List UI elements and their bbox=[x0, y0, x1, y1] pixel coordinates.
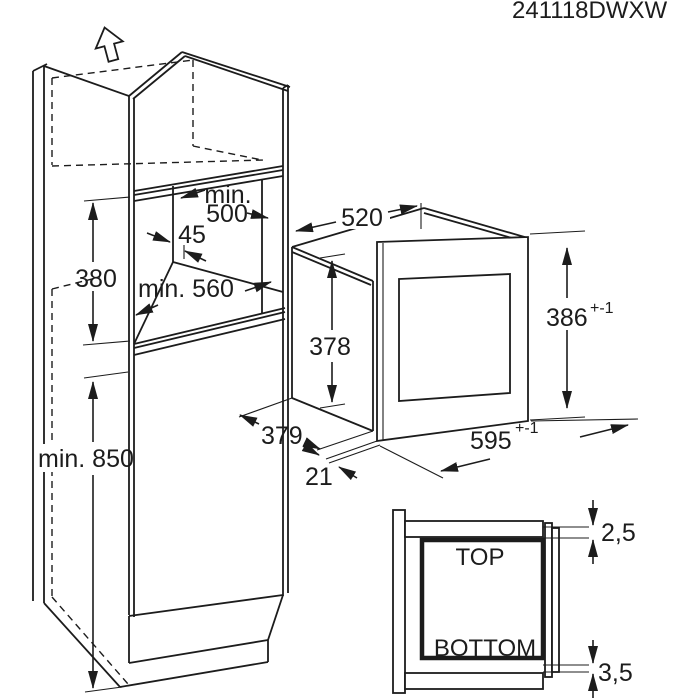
front-width-tolerance: +-1 bbox=[515, 420, 539, 437]
door-window bbox=[398, 273, 511, 402]
body-depth-value: 379 bbox=[261, 422, 303, 450]
body-width-value: 520 bbox=[341, 204, 383, 232]
frame-strip-inner bbox=[551, 527, 560, 673]
frame-strip-outer bbox=[544, 522, 553, 678]
dim-front-width: 595 +-1 bbox=[379, 418, 639, 479]
front-height-value: 386 bbox=[546, 304, 588, 332]
front-protrusion-value: 21 bbox=[305, 463, 333, 491]
body-height-value: 378 bbox=[309, 333, 351, 361]
model-number: 241118DWXW bbox=[512, 0, 668, 24]
dim-niche-width: min. 500 bbox=[180, 181, 269, 228]
cabinet-drawing bbox=[32, 26, 291, 693]
door-section bbox=[392, 509, 406, 694]
niche-height-value: 380 bbox=[75, 265, 117, 293]
dim-niche-height: 380 bbox=[75, 196, 131, 346]
detail-view: TOP BOTTOM 2,5 3,5 bbox=[392, 500, 636, 698]
dim-top-gap: 2,5 bbox=[543, 500, 636, 564]
dim-front-protrusion: 21 bbox=[301, 430, 381, 491]
niche-depth-value: min. 560 bbox=[138, 275, 234, 303]
dim-body-width: 520 bbox=[295, 203, 422, 233]
dim-niche-depth: min. 560 bbox=[135, 275, 272, 316]
niche-width-value: 500 bbox=[206, 200, 248, 228]
front-width-value: 595 bbox=[470, 427, 512, 455]
cabinet-bottom-panel-section bbox=[404, 672, 544, 690]
top-label: TOP bbox=[456, 544, 505, 571]
cabinet-top-panel-section bbox=[404, 520, 544, 538]
spacer-width-value: 45 bbox=[178, 221, 206, 249]
dim-left-spacer: 45 bbox=[146, 221, 207, 263]
dim-base-height: min. 850 bbox=[36, 371, 134, 689]
microwave-drawing bbox=[291, 207, 529, 443]
bottom-gap-value: 3,5 bbox=[598, 659, 633, 687]
dim-body-depth: 379 bbox=[238, 397, 321, 450]
up-arrow-icon bbox=[94, 26, 125, 63]
microwave-body-section bbox=[419, 537, 546, 661]
front-height-tolerance: +-1 bbox=[590, 300, 614, 317]
dim-front-height: 386 +-1 bbox=[529, 230, 614, 421]
niche-width-min-label: min. bbox=[204, 181, 251, 209]
bottom-label: BOTTOM bbox=[434, 635, 536, 662]
dim-body-height: 378 bbox=[309, 253, 351, 409]
base-height-value: min. 850 bbox=[38, 445, 134, 473]
top-gap-value: 2,5 bbox=[601, 519, 636, 547]
dim-bottom-gap: 3,5 bbox=[543, 640, 633, 698]
door-front bbox=[376, 236, 529, 443]
